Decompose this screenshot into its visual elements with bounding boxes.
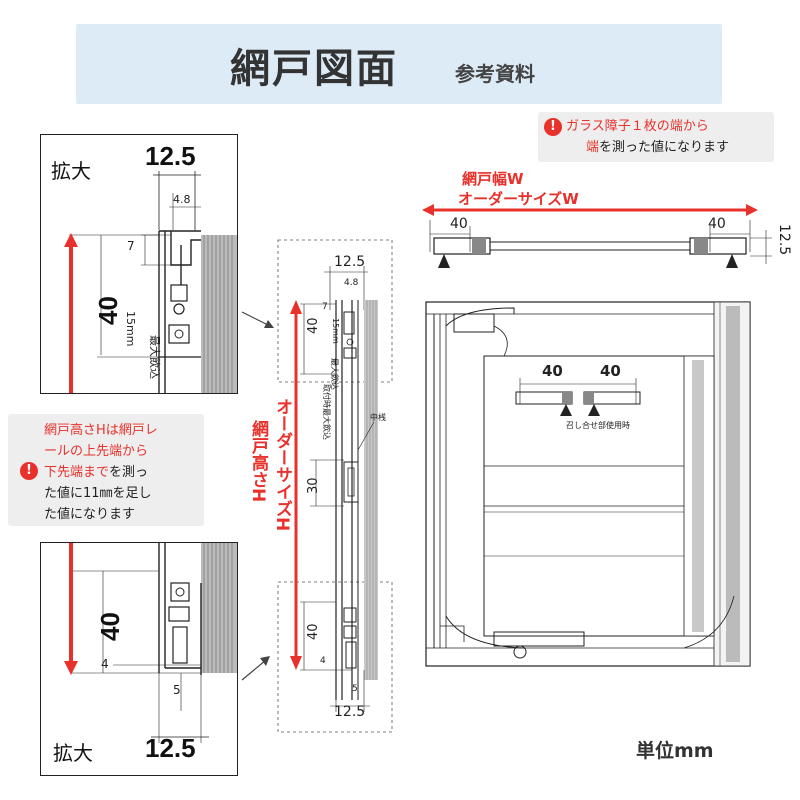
zoom-bottom-dim-4: 4: [101, 657, 109, 671]
zoom-label-bottom: 拡大: [53, 741, 93, 765]
page-subtitle: 参考資料: [455, 62, 535, 86]
inset-drawing: [515, 378, 641, 416]
center-mount-note: 取付時最大飲込: [322, 384, 331, 440]
center-dim-15mm: 15mm: [331, 318, 340, 344]
center-dim-40-top: 40: [306, 317, 321, 334]
zoom-top-dim-15mm: 15mm: [124, 311, 137, 347]
center-dim-125-bottom: 12.5: [334, 704, 366, 720]
center-dim-30: 30: [306, 477, 321, 494]
width-label: 網戸幅W: [462, 170, 524, 188]
note-left-l2: ールの上先端から: [44, 444, 149, 459]
elevation-view-drawing: [425, 301, 751, 667]
center-dim-5: 5: [352, 684, 358, 694]
center-dim-48: 4.8: [344, 278, 359, 288]
zoom-top-dim-max: 最大飲込: [148, 335, 161, 379]
zoom-top-dim-7: 7: [127, 239, 135, 253]
zoom-label-top: 拡大: [51, 159, 91, 183]
zoom-bottom-dim-5: 5: [173, 683, 181, 697]
note-left-l5: た値になります: [44, 507, 136, 522]
plan-view-drawing: [422, 204, 772, 268]
height-label: 網戸高さH: [248, 420, 268, 600]
page-title: 網戸図面: [230, 46, 398, 92]
center-dim-4: 4: [320, 656, 326, 666]
plan-dim-125: 12.5: [776, 224, 792, 256]
inset-dim-40-left: 40: [542, 362, 563, 380]
note-top-line1: ガラス障子１枚の端から: [566, 119, 709, 134]
zoom-top-dim-40: 40: [93, 296, 123, 325]
height-size-label: オーダーサイズH: [272, 398, 292, 638]
unit-label: 単位mm: [636, 740, 714, 762]
note-left-red: 下先端まで: [44, 465, 110, 480]
warning-icon: !: [544, 118, 562, 136]
plan-dim-40-right: 40: [708, 216, 726, 232]
note-left-l3: を測っ: [109, 465, 149, 480]
center-dim-125-top: 12.5: [334, 254, 366, 270]
center-dim-40-bottom: 40: [306, 623, 321, 640]
zoom-bottom-drawing: [64, 543, 237, 743]
zoom-top-dim-48: 4.8: [173, 193, 191, 206]
header-banner: [76, 24, 722, 104]
center-mid-label: 中桟: [370, 413, 386, 422]
height-label-line1: 網戸高さH: [248, 420, 268, 503]
note-left: 網戸高さHは網戸レ ールの上先端から ! 下先端までを測っ た値に11㎜を足し …: [8, 414, 204, 526]
zoom-bottom-dim-125: 12.5: [145, 733, 196, 763]
inset-caption: 召し合せ部使用時: [566, 421, 630, 430]
width-size-label: オーダーサイズW: [458, 190, 579, 208]
height-label-line2: オーダーサイズH: [272, 398, 292, 532]
zoom-top-drawing: [64, 171, 237, 393]
zoom-top-dim-125: 12.5: [145, 141, 196, 171]
note-top-red: 端: [586, 140, 600, 155]
zoom-bottom-dim-40: 40: [95, 612, 125, 641]
warning-icon: !: [20, 462, 38, 480]
pointer-arrow-top: [241, 311, 274, 328]
note-top-line2: を測った値になります: [599, 140, 730, 155]
center-dim-7: 7: [322, 302, 328, 312]
zoom-panel-bottom: 40 4 5 拡大 12.5: [40, 542, 238, 776]
plan-dim-40-left: 40: [450, 216, 468, 232]
inset-dim-40-right: 40: [600, 362, 621, 380]
pointer-arrow-bottom: [241, 656, 270, 681]
note-left-l1: 網戸高さHは網戸レ: [44, 423, 158, 438]
note-top: ! ガラス障子１枚の端から 端を測った値になります: [538, 112, 774, 162]
zoom-panel-top: 拡大 12.5 4.8 7: [40, 134, 238, 394]
center-section-drawing: [277, 239, 393, 733]
note-left-l4: た値に11㎜を足し: [44, 486, 152, 501]
